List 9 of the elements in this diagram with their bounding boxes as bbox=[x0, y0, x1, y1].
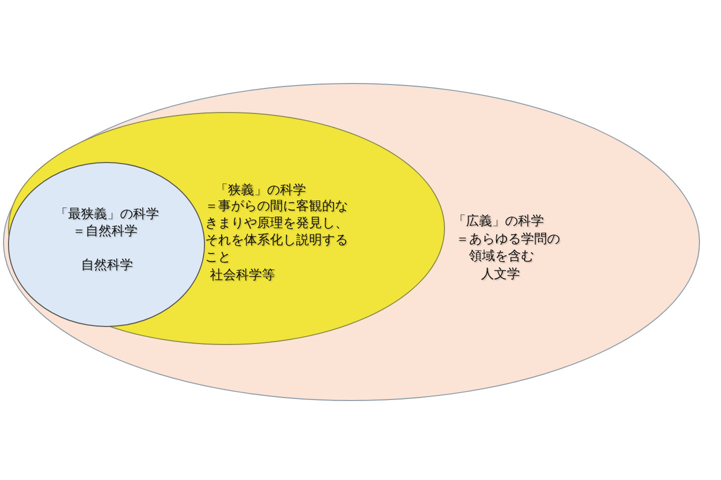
title-text: 「狭義」の科学 bbox=[215, 182, 306, 199]
definition-text: ＝事がらの間に客観的なきまりや原理を発見し、それを体系化し説明すること bbox=[205, 198, 349, 266]
field-label: 社会科学等 bbox=[210, 267, 275, 284]
title-text: 「広義」の科学 bbox=[453, 213, 544, 230]
definition-text: ＝あらゆる学問の領域を含む bbox=[456, 231, 560, 265]
definition-text: ＝自然科学 bbox=[72, 223, 138, 240]
field-label: 人文学 bbox=[481, 266, 520, 283]
title-text: 「最狭義」の科学 bbox=[55, 206, 159, 223]
field-label: 自然科学 bbox=[81, 257, 133, 274]
